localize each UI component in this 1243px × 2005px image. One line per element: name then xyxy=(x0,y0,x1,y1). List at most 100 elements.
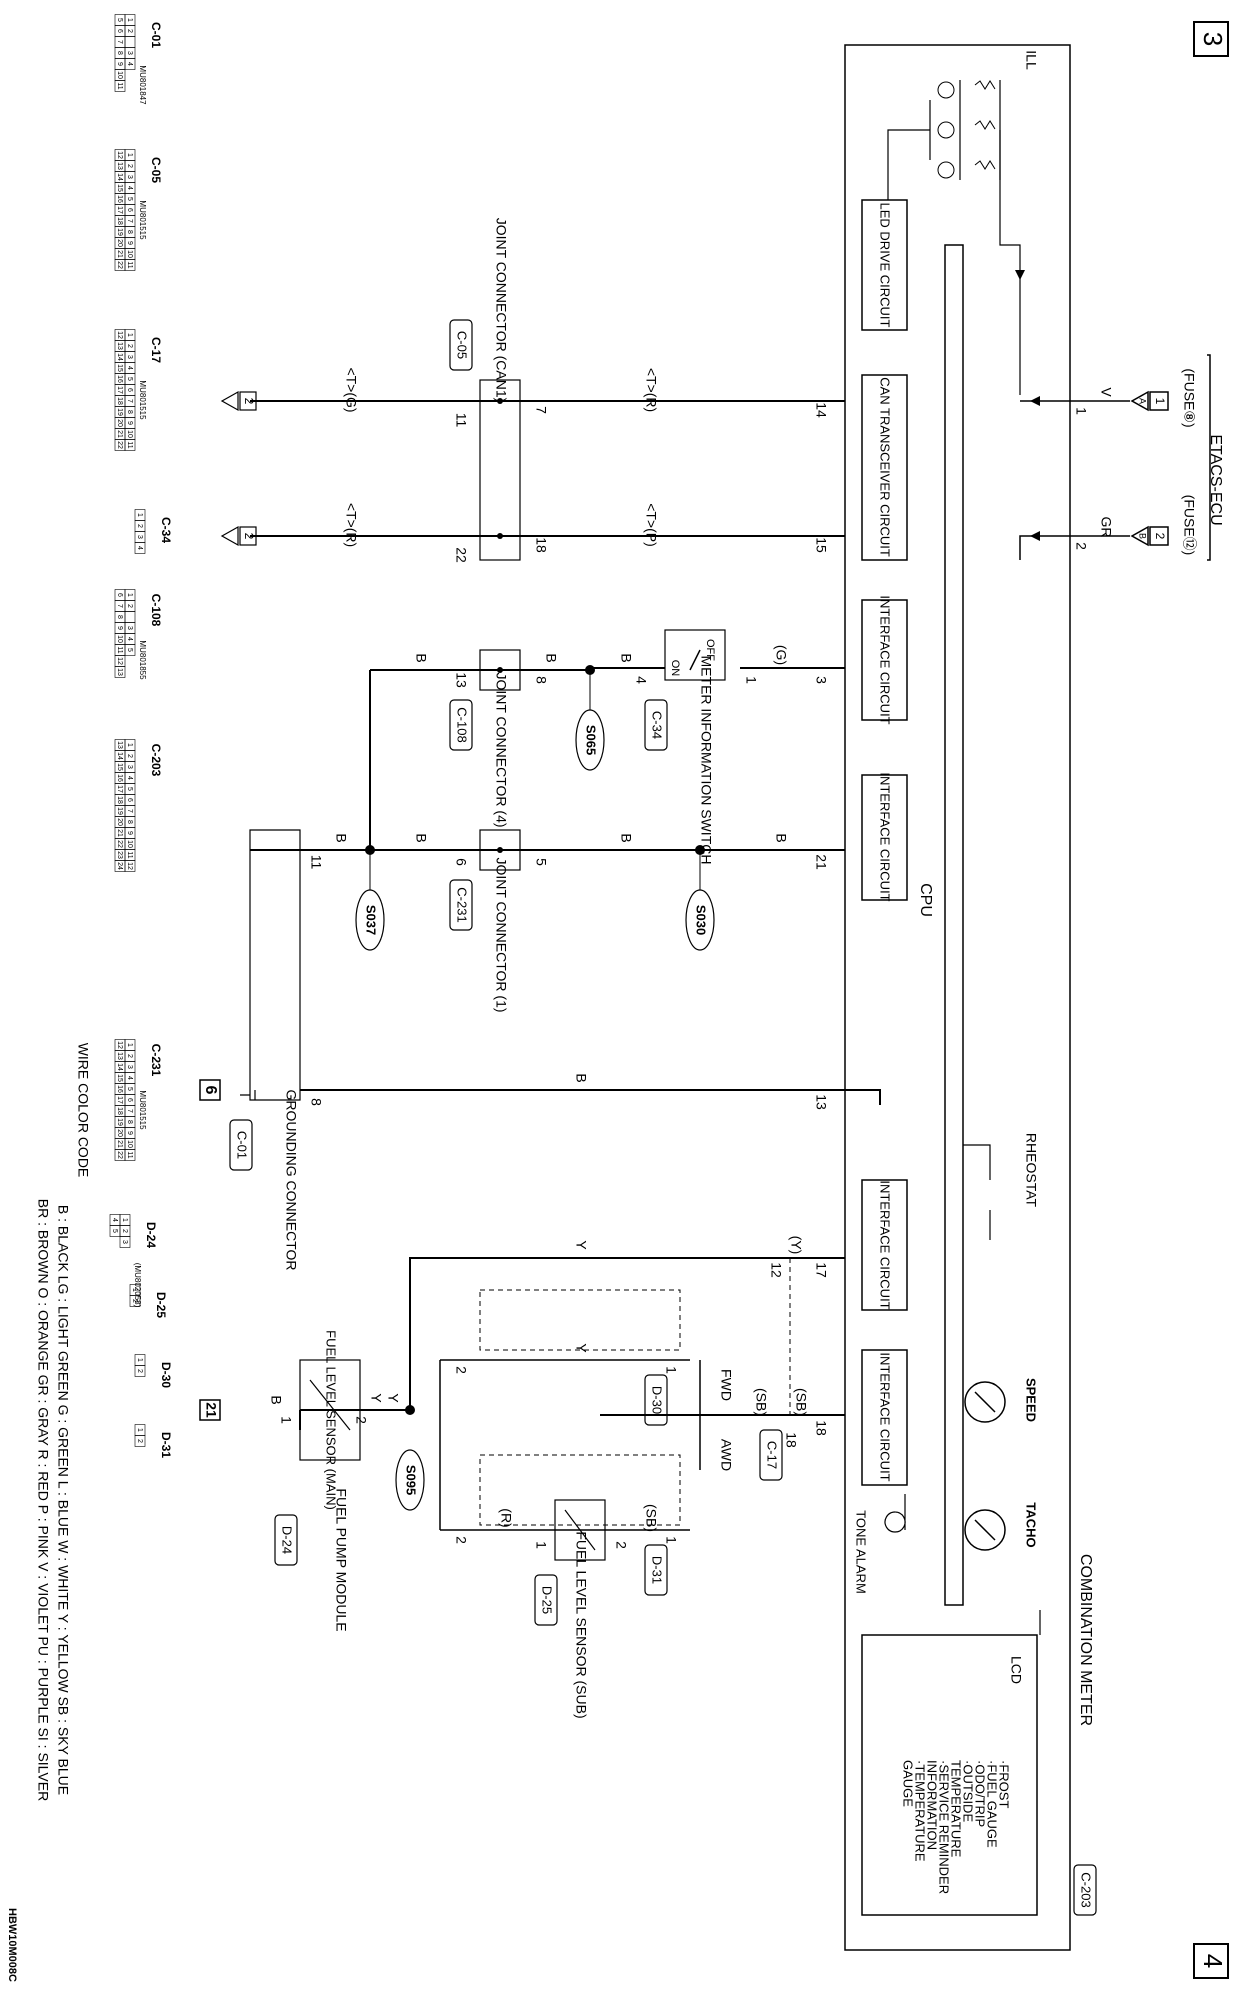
connector-pin: 19 xyxy=(116,807,123,815)
lcd-item: ·ODO/TRIP xyxy=(973,1760,988,1827)
connector-pin: 1 xyxy=(131,1288,138,1292)
joint1-box xyxy=(479,829,521,871)
connector-pin: 1 xyxy=(126,18,133,22)
connector-view: C-17MU8015151234567891011121314151617181… xyxy=(114,329,163,451)
pin-22: 22 xyxy=(453,547,469,563)
splice-s037: S037 xyxy=(364,905,379,935)
ground-ref-box xyxy=(199,1079,221,1101)
connector-pin: 19 xyxy=(116,228,123,236)
interface-box-3 xyxy=(861,1179,908,1311)
connector-pin: 2 xyxy=(126,344,133,348)
connector-pin: 4 xyxy=(126,1076,133,1080)
connector-pin: 4 xyxy=(111,1218,118,1222)
c17-box xyxy=(759,1429,783,1481)
wire-b-i2: B xyxy=(773,833,789,842)
connector-pin: 10 xyxy=(126,1140,133,1148)
connector-pin: 11 xyxy=(126,851,133,858)
legend-row-1: B : BLACK LG : LIGHT GREEN G : GREEN L :… xyxy=(55,1205,71,1795)
connector-pin: 9 xyxy=(126,241,133,245)
joint-can1-dot-2 xyxy=(497,533,503,539)
pin-15: 15 xyxy=(813,537,829,553)
lcd-item: ·OUTSIDE xyxy=(961,1760,976,1822)
joint4-label: JOINT CONNECTOR (4) xyxy=(493,672,509,827)
pin-8-j4: 8 xyxy=(533,676,549,684)
pin-1-d31: 1 xyxy=(663,1536,679,1544)
d31-connector: D-31 xyxy=(650,1556,665,1584)
connector-cell xyxy=(129,1295,141,1307)
connector-pin: 2 xyxy=(136,1439,143,1443)
lcd-label: LCD xyxy=(1008,1656,1024,1684)
switch-label: METER INFORMATION SWITCH xyxy=(698,656,714,865)
legend-row-2: BR : BROWN O : ORANGE GR : GRAY R : RED … xyxy=(35,1199,51,1801)
pin-6: 6 xyxy=(453,858,469,866)
offpage-box-can-1 xyxy=(239,391,257,411)
can-lines xyxy=(250,400,845,537)
pin-21: 21 xyxy=(813,854,829,870)
switch-box xyxy=(664,629,726,681)
joint-can1-connector: C-05 xyxy=(455,331,470,359)
connector-pin: 12 xyxy=(116,331,123,339)
connector-cell xyxy=(124,611,136,623)
cpu-bus xyxy=(944,244,964,1606)
meter-connector-box xyxy=(1073,1864,1097,1916)
c17-connector: C-17 xyxy=(765,1441,780,1469)
joint4-connector-box xyxy=(449,699,473,751)
offpage-arrows-can xyxy=(220,390,239,547)
connector-pin: 16 xyxy=(116,195,123,203)
wire-tr-lower: <T>(R) xyxy=(343,503,359,547)
connector-pin: 14 xyxy=(116,1063,123,1071)
switch-on: ON xyxy=(669,660,681,677)
connector-cell xyxy=(109,1225,121,1237)
connector-pin: 8 xyxy=(126,410,133,414)
connector-pin: 21 xyxy=(116,829,123,837)
connector-pin: 10 xyxy=(126,840,133,848)
fuel-y-line xyxy=(409,1257,845,1410)
d25-connector: D-25 xyxy=(540,1586,555,1614)
ill-label: ILL xyxy=(1023,50,1039,70)
wire-y-main-2: Y xyxy=(368,1393,384,1403)
led-drive-label: LED DRIVE CIRCUIT xyxy=(878,203,893,328)
pin-18: 18 xyxy=(533,537,549,553)
connector-pin: 2 xyxy=(126,1054,133,1058)
fwd-label: FWD xyxy=(718,1369,734,1401)
connector-view: C-20312345678910111213141516171819202122… xyxy=(114,739,163,872)
connector-cell xyxy=(134,1435,146,1447)
splice-s065: S065 xyxy=(584,725,599,755)
offpage-box-can-2 xyxy=(239,526,257,546)
pin-2-sub: 2 xyxy=(613,1541,629,1549)
power-diodes xyxy=(1030,396,1040,541)
fuse-pin-a: 1 xyxy=(1153,398,1167,405)
wire-sb-2: (SB) xyxy=(753,1388,769,1416)
pin-13-meter: 13 xyxy=(813,1094,829,1110)
connector-pin: 4 xyxy=(126,637,133,641)
connector-view-id: C-203 xyxy=(149,744,163,777)
lcd-box xyxy=(861,1634,1038,1916)
connector-pin: 1 xyxy=(126,593,133,597)
connector-pin: 21 xyxy=(116,250,123,258)
connector-pin: 12 xyxy=(116,657,123,665)
fuel-main-box xyxy=(299,1359,361,1461)
connector-pin: 22 xyxy=(116,840,123,848)
connector-pin: 5 xyxy=(126,1087,133,1091)
connector-pin: 13 xyxy=(116,342,123,350)
d25-box xyxy=(534,1574,558,1626)
fuse-box-b xyxy=(1149,526,1169,546)
fuel-pump-label: FUEL PUMP MODULE xyxy=(333,1488,349,1631)
legend-title: WIRE COLOR CODE xyxy=(75,1043,91,1178)
connector-pin: 16 xyxy=(116,774,123,782)
connector-view-part: MU801847 xyxy=(138,65,147,105)
connector-pin: 22 xyxy=(116,261,123,269)
connector-view-part: MU801855 xyxy=(138,640,147,680)
connector-pin: 22 xyxy=(116,1151,123,1159)
connector-pin: 6 xyxy=(116,593,123,597)
connector-pin: 5 xyxy=(126,377,133,381)
wire-b-main: B xyxy=(268,1395,284,1404)
connector-pin: 4 xyxy=(126,186,133,190)
fwd-dashed-box xyxy=(479,1289,681,1351)
connector-pin: 11 xyxy=(126,441,133,448)
